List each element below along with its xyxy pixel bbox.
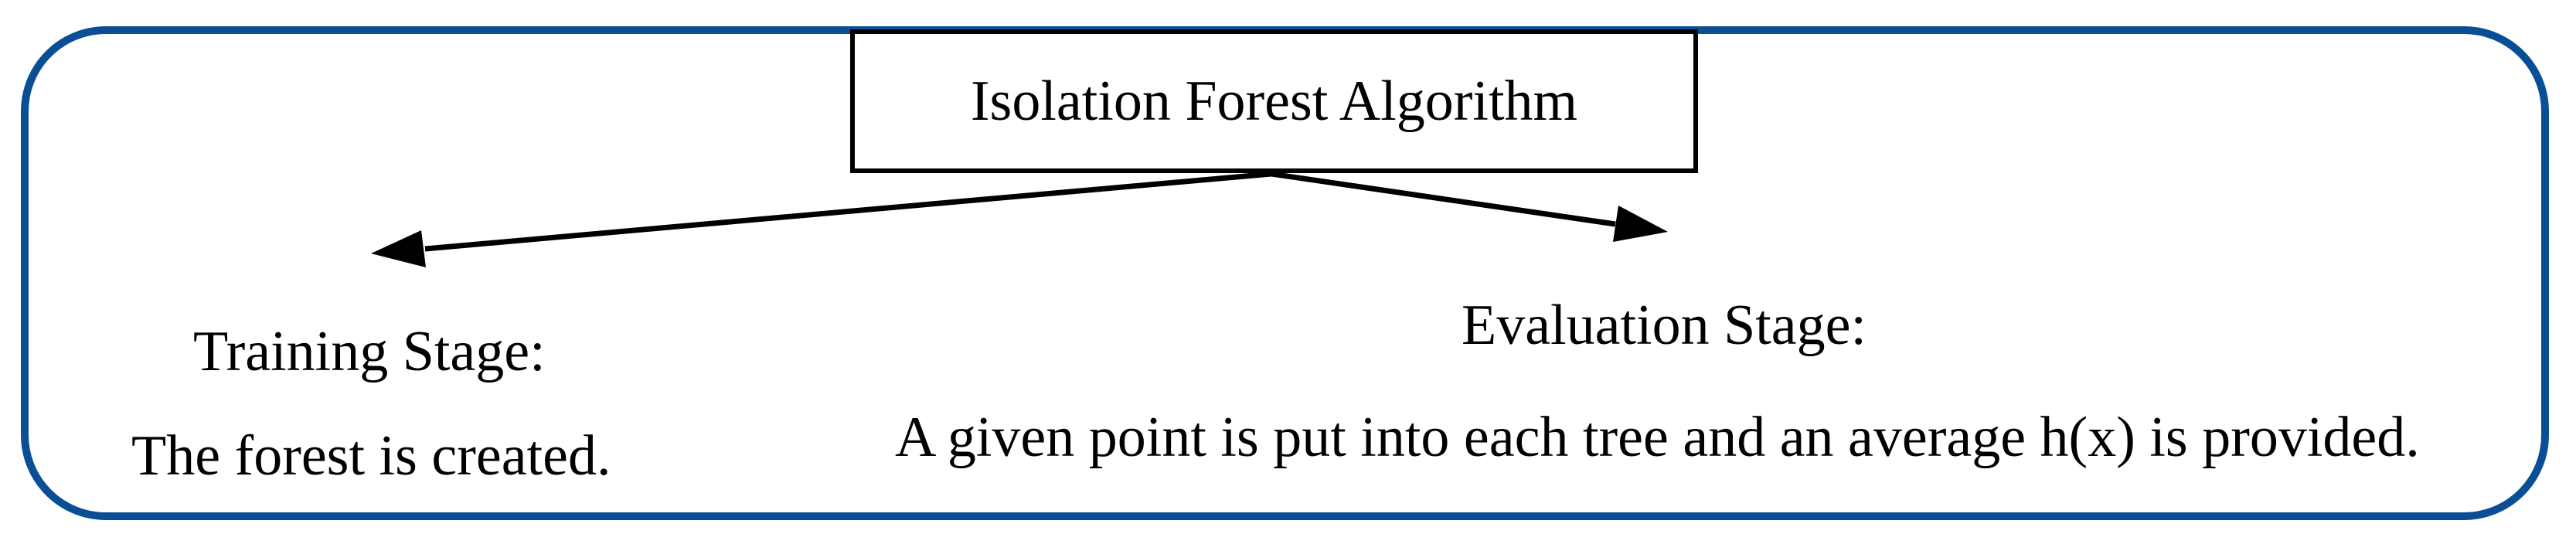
training-stage-heading: Training Stage: <box>193 320 546 383</box>
arrow-to-evaluation-head <box>1613 206 1668 242</box>
arrow-to-training-head <box>371 230 426 267</box>
title-box: Isolation Forest Algorithm <box>850 29 1698 173</box>
evaluation-stage-description: A given point is put into each tree and … <box>895 406 2420 469</box>
training-stage-description: The forest is created. <box>131 424 611 488</box>
title-text: Isolation Forest Algorithm <box>970 69 1578 133</box>
arrow-to-evaluation-line <box>1271 171 1616 227</box>
evaluation-stage-heading: Evaluation Stage: <box>1462 294 1867 357</box>
arrow-to-training-line <box>424 171 1272 252</box>
